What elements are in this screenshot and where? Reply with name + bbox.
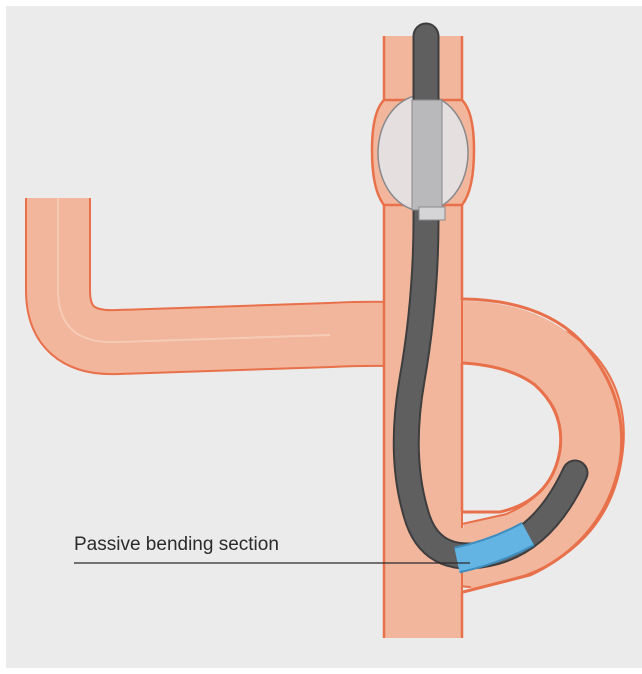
passive-bending-section-label: Passive bending section [74, 534, 279, 556]
overtube [412, 100, 442, 210]
overtube-tip [419, 207, 445, 220]
